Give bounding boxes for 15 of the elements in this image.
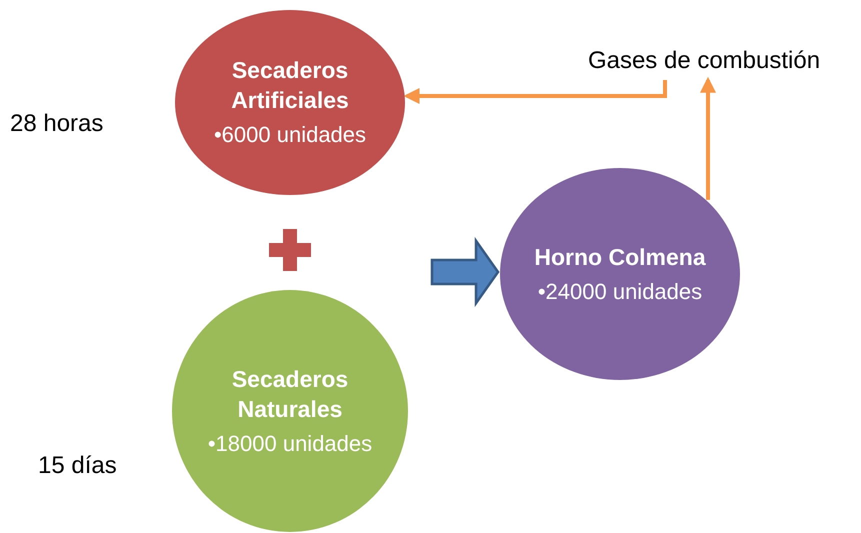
node-detail: •24000 unidades — [538, 278, 702, 306]
node-title: Horno Colmena — [534, 242, 706, 272]
node-detail: •6000 unidades — [214, 122, 366, 149]
circle-node — [175, 10, 405, 195]
duration-label: 28 horas — [10, 110, 104, 138]
block-arrow — [430, 236, 500, 308]
node-title: Secaderos Naturales — [230, 364, 350, 424]
node-detail: •18000 unidades — [208, 430, 372, 458]
arrow — [404, 80, 667, 104]
duration-label: 15 días — [38, 452, 117, 480]
arrow — [700, 76, 716, 200]
circle-node — [172, 290, 408, 532]
node-label: Gases de combustión — [588, 47, 820, 75]
node-title: Secaderos Artificiales — [230, 56, 350, 116]
circle-node — [500, 168, 740, 380]
